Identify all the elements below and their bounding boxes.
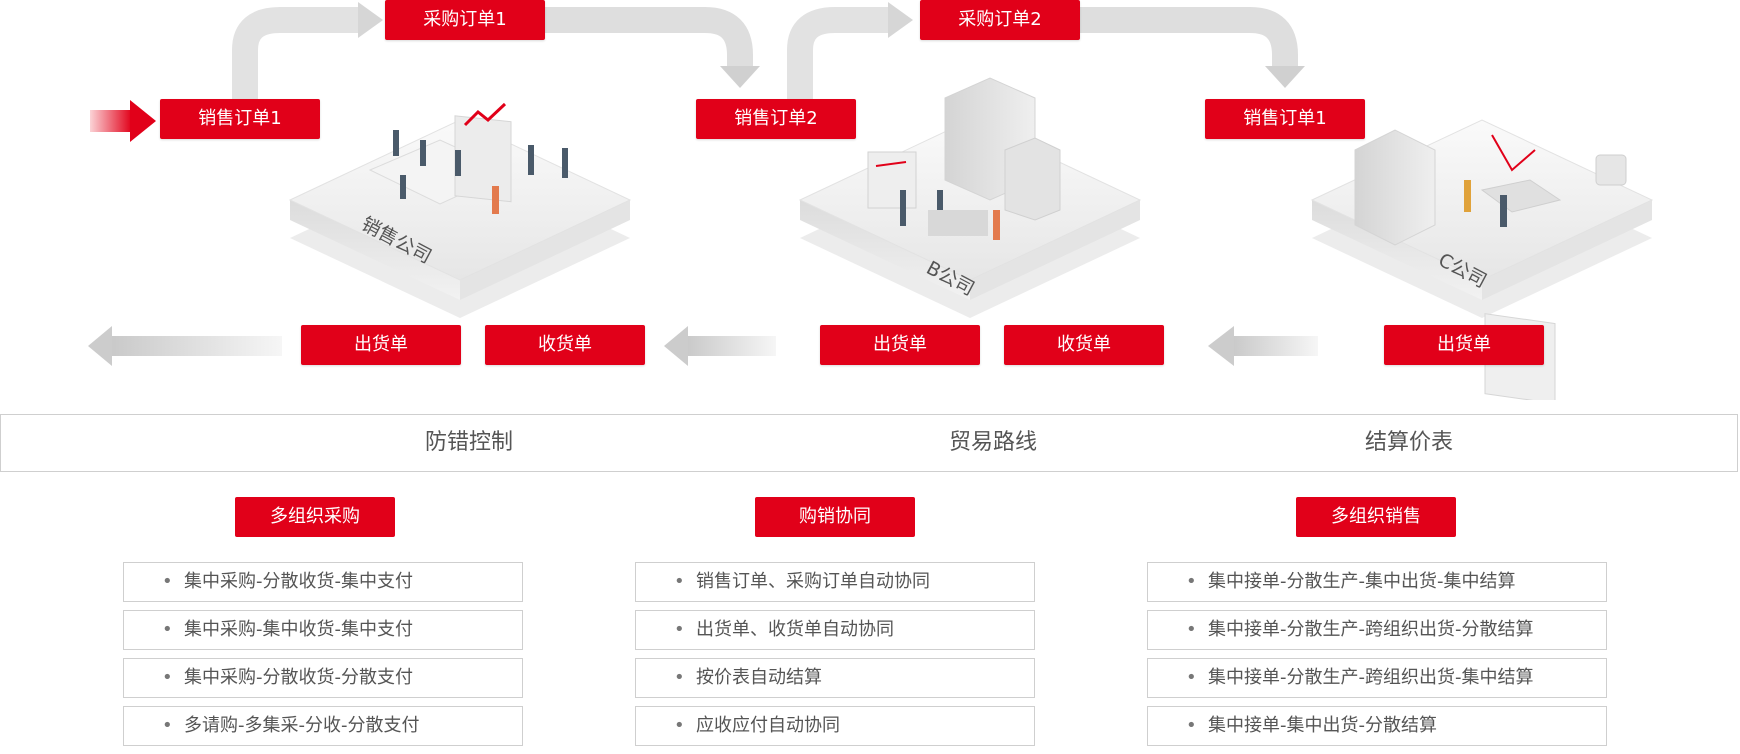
purchase-order-tag: 采购订单2 bbox=[920, 0, 1080, 40]
shipment-tag: 出货单 bbox=[301, 325, 461, 365]
list-item: •集中接单-集中出货-分散结算 bbox=[1147, 706, 1607, 746]
sales-company-platform: 销售公司 bbox=[288, 102, 632, 318]
shipment-tag: 出货单 bbox=[820, 325, 980, 365]
feature-error-prevention: 防错控制 bbox=[424, 430, 513, 455]
feature-trade-route: 贸易路线 bbox=[948, 430, 1037, 455]
list-item: •出货单、收货单自动协同 bbox=[635, 610, 1035, 650]
return-arrow-icon bbox=[88, 326, 1318, 366]
list-item: •集中接单-分散生产-跨组织出货-分散结算 bbox=[1147, 610, 1607, 650]
multi-org-purchase-list: •集中采购-分散收货-集中支付 •集中采购-集中收货-集中支付 •集中采购-分散… bbox=[123, 562, 523, 754]
feature-settlement-price: 结算价表 bbox=[1364, 430, 1453, 455]
b-company-platform: B公司 bbox=[798, 77, 1142, 318]
purchase-order-tag: 采购订单1 bbox=[385, 0, 545, 40]
curved-arrow-icon bbox=[232, 2, 1305, 100]
incoming-arrow-icon bbox=[90, 100, 156, 142]
list-item: •销售订单、采购订单自动协同 bbox=[635, 562, 1035, 602]
shipment-tag: 出货单 bbox=[1384, 325, 1544, 365]
list-item: •集中采购-分散收货-集中支付 bbox=[123, 562, 523, 602]
list-item: •按价表自动结算 bbox=[635, 658, 1035, 698]
sales-order-tag: 销售订单1 bbox=[160, 99, 320, 139]
list-item: •多请购-多集采-分收-分散支付 bbox=[123, 706, 523, 746]
list-item: •集中采购-分散收货-分散支付 bbox=[123, 658, 523, 698]
sales-order-tag: 销售订单2 bbox=[696, 99, 856, 139]
list-item: •应收应付自动协同 bbox=[635, 706, 1035, 746]
multi-org-sales-list: •集中接单-分散生产-集中出货-集中结算 •集中接单-分散生产-跨组织出货-分散… bbox=[1147, 562, 1607, 754]
column-title-purchase-sales-collab: 购销协同 bbox=[755, 497, 915, 537]
receipt-tag: 收货单 bbox=[1004, 325, 1164, 365]
list-item: •集中接单-分散生产-跨组织出货-集中结算 bbox=[1147, 658, 1607, 698]
column-title-multi-org-sales: 多组织销售 bbox=[1296, 497, 1456, 537]
features-bar: 防错控制 贸易路线 结算价表 bbox=[0, 414, 1738, 472]
trade-flow-diagram: 销售公司 B公司 C公司 bbox=[88, 2, 1654, 400]
receipt-tag: 收货单 bbox=[485, 325, 645, 365]
list-item: •集中接单-分散生产-集中出货-集中结算 bbox=[1147, 562, 1607, 602]
sales-order-tag: 销售订单1 bbox=[1205, 99, 1365, 139]
purchase-sales-collab-list: •销售订单、采购订单自动协同 •出货单、收货单自动协同 •按价表自动结算 •应收… bbox=[635, 562, 1035, 754]
list-item: •集中采购-集中收货-集中支付 bbox=[123, 610, 523, 650]
column-title-multi-org-purchase: 多组织采购 bbox=[235, 497, 395, 537]
